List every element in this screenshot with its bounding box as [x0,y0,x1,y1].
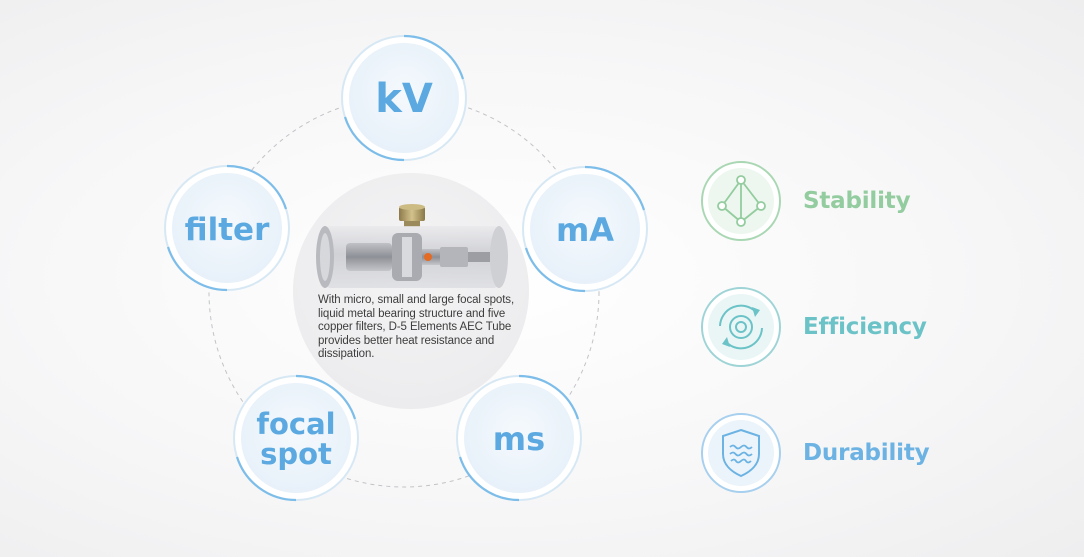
stability-label: Stability [803,188,911,214]
orbit-ring [208,96,600,488]
shield-waves-icon [700,412,782,494]
node-kv: kV [341,34,467,162]
feature-stability: Stability [700,160,911,242]
durability-label: Durability [803,440,930,466]
node-ma: mA [522,165,648,293]
ma-label: mA [556,211,614,249]
focal-label: focal [256,407,335,441]
ms-label: ms [493,420,545,458]
kv-label: kV [375,76,433,122]
cycle-arrows-icon [700,286,782,368]
efficiency-label: Efficiency [803,314,927,340]
tube-description: With micro, small and large focal spots,… [318,294,515,361]
filter-label: filter [185,212,270,248]
xray-tube-image [316,204,508,288]
node-focal-spot: focal spot [233,374,359,502]
network-triangle-icon [700,160,782,242]
feature-efficiency: Efficiency [700,286,927,368]
node-filter: filter [164,164,290,292]
spot-label: spot [260,437,332,471]
node-ms: ms [456,374,582,502]
feature-durability: Durability [700,412,930,494]
